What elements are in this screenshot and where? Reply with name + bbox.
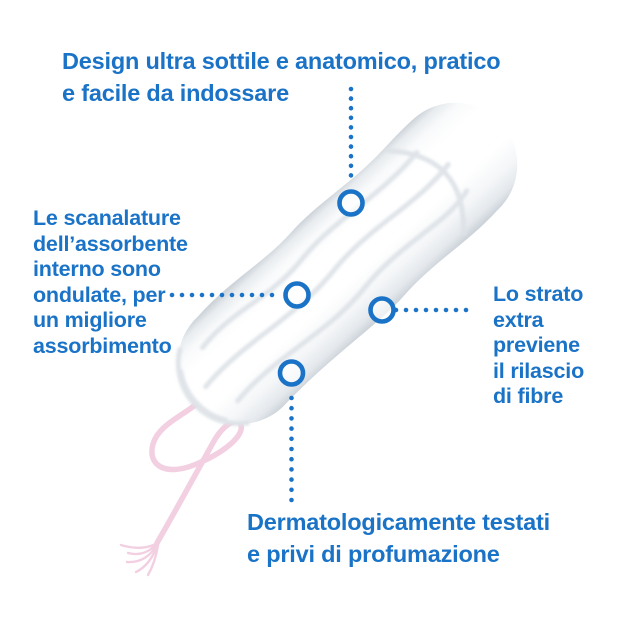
string-tassel [119, 541, 160, 577]
callout-text-bottom: Dermatologicamente testati e privi di pr… [247, 509, 550, 567]
tampon-outline [178, 102, 518, 424]
tampon-groove-2 [203, 161, 451, 390]
string-curve [149, 389, 244, 546]
callout-text-left: Le scanalature dell’assorbente interno s… [33, 206, 188, 358]
tampon-groove-3 [235, 188, 470, 404]
tampon-end-scallop-2 [178, 368, 228, 423]
callout-marker-top [337, 189, 365, 217]
tampon-dome-crease [385, 147, 467, 236]
callout-marker-left [283, 281, 311, 309]
tampon-groove-1 [199, 149, 420, 351]
tampon-body [175, 102, 518, 427]
callout-text-right: Lo strato extra previene il rilascio di … [493, 282, 585, 409]
callout-text-top: Design ultra sottile e anatomico, pratic… [62, 48, 501, 106]
withdrawal-string [119, 389, 244, 577]
callout-marker-bottom [277, 359, 306, 387]
callout-marker-right [368, 296, 396, 324]
